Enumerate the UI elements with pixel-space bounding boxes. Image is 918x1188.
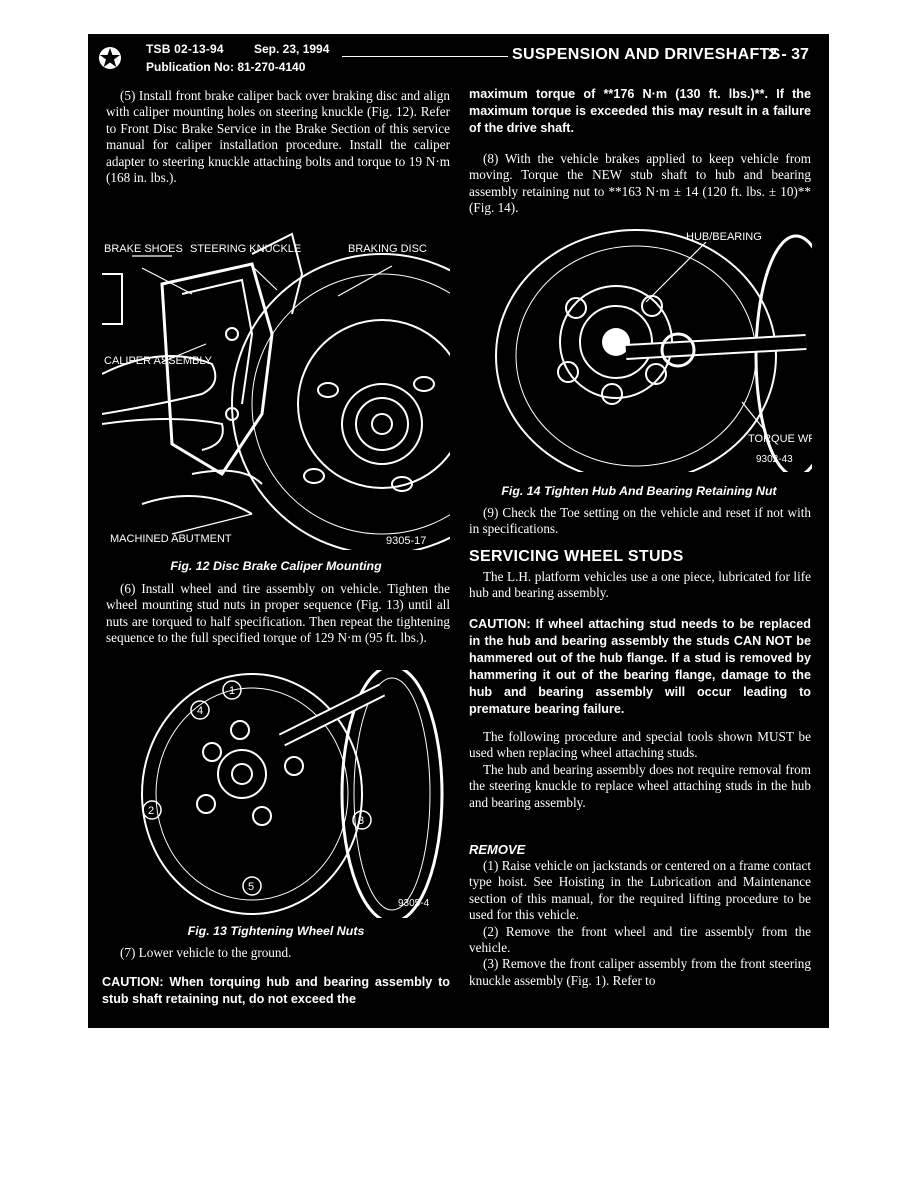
figure-13-caption: Fig. 13 Tightening Wheel Nuts xyxy=(187,924,365,938)
manual-page: TSB 02-13-94 Sep. 23, 1994 Publication N… xyxy=(88,34,829,1028)
step-8: (8) With the vehicle brakes applied to k… xyxy=(469,151,811,217)
no-removal-note: The hub and bearing assembly does not re… xyxy=(469,761,811,810)
figure-14-caption: Fig. 14 Tighten Hub And Bearing Retainin… xyxy=(501,484,777,498)
sequence-1: 1 xyxy=(229,685,235,697)
caution-torque-continued: maximum torque of **176 N·m (130 ft. lbs… xyxy=(469,87,811,135)
machined-abutment-label: MACHINED ABUTMENT xyxy=(110,533,232,545)
remove-heading: REMOVE xyxy=(469,842,526,857)
step-9: (9) Check the Toe setting on the vehicle… xyxy=(469,505,811,538)
intro-text: The L.H. platform vehicles use a one pie… xyxy=(469,569,811,601)
step-8-text: (8) With the vehicle brakes applied to k… xyxy=(469,151,811,216)
step-7-text: (7) Lower vehicle to the ground. xyxy=(120,945,292,960)
section-title: SUSPENSION AND DRIVESHAFTS xyxy=(512,46,781,63)
remove-step-2: (2) Remove the front wheel and tire asse… xyxy=(469,923,811,956)
publication-number: Publication No: 81-270-4140 xyxy=(146,60,306,74)
step-5: (5) Install front brake caliper back ove… xyxy=(106,88,450,186)
remove-step-1: (1) Raise vehicle on jackstands or cente… xyxy=(469,858,811,923)
figure-12: BRAKE SHOES STEERING KNUCKLE BRAKING DIS… xyxy=(101,214,533,555)
step-6-text: (6) Install wheel and tire assembly on v… xyxy=(106,581,450,646)
tsb-date: Sep. 23, 1994 xyxy=(254,42,330,56)
figure-13: 1 2 3 4 5 9305-4 xyxy=(102,664,448,924)
page-number: 2 - 37 xyxy=(768,46,809,63)
figure-14-code: 9302-43 xyxy=(756,454,793,465)
braking-disc-label: BRAKING DISC xyxy=(348,243,427,255)
brake-shoes-label: BRAKE SHOES xyxy=(104,243,183,255)
page-header: TSB 02-13-94 Sep. 23, 1994 Publication N… xyxy=(88,34,829,84)
figure-12-caption: Fig. 12 Disc Brake Caliper Mounting xyxy=(170,559,382,573)
remove-step-3: (3) Remove the front caliper assembly fr… xyxy=(469,956,811,988)
steering-knuckle-label: STEERING KNUCKLE xyxy=(190,243,301,255)
remove-steps: (1) Raise vehicle on jackstands or cente… xyxy=(469,858,811,989)
hub-bearing-label: HUB/BEARING xyxy=(686,231,762,243)
caution-stud-removal: CAUTION: If wheel attaching stud needs t… xyxy=(469,617,811,716)
sequence-4: 4 xyxy=(197,705,203,717)
torque-wrench-label: TORQUE WRENCH xyxy=(748,433,812,445)
sequence-3: 3 xyxy=(358,815,364,827)
procedure-notes: The following procedure and special tool… xyxy=(469,729,811,811)
pentastar-logo-icon xyxy=(99,47,121,69)
figure-14: HUB/BEARING TORQUE WRENCH 9302-43 xyxy=(466,222,829,483)
disc-brake-caliper-illustration: BRAKE SHOES STEERING KNUCKLE BRAKING DIS… xyxy=(101,232,533,555)
step-7: (7) Lower vehicle to the ground. xyxy=(106,945,450,961)
tools-note: The following procedure and special tool… xyxy=(469,729,811,761)
step-6: (6) Install wheel and tire assembly on v… xyxy=(106,581,450,647)
intro-paragraph: The L.H. platform vehicles use a one pie… xyxy=(469,569,811,602)
section-heading-wheel-studs: SERVICING WHEEL STUDS xyxy=(469,548,684,565)
hub-nut-torque-illustration: HUB/BEARING TORQUE WRENCH 9302-43 xyxy=(495,229,829,483)
figure-13-code: 9305-4 xyxy=(398,898,430,909)
wheel-nuts-illustration: 1 2 3 4 5 9305-4 xyxy=(141,664,444,924)
step-9-text: (9) Check the Toe setting on the vehicle… xyxy=(469,505,811,537)
header-rule xyxy=(342,56,508,57)
figure-12-code: 9305-17 xyxy=(386,535,426,547)
caution-torque: CAUTION: When torquing hub and bearing a… xyxy=(102,975,450,1006)
sequence-5: 5 xyxy=(248,881,254,893)
step-5-text: (5) Install front brake caliper back ove… xyxy=(106,88,450,186)
caliper-assembly-label: CALIPER ASSEMBLY xyxy=(104,355,213,367)
sequence-2: 2 xyxy=(148,805,154,817)
tsb-number: TSB 02-13-94 xyxy=(146,42,224,56)
